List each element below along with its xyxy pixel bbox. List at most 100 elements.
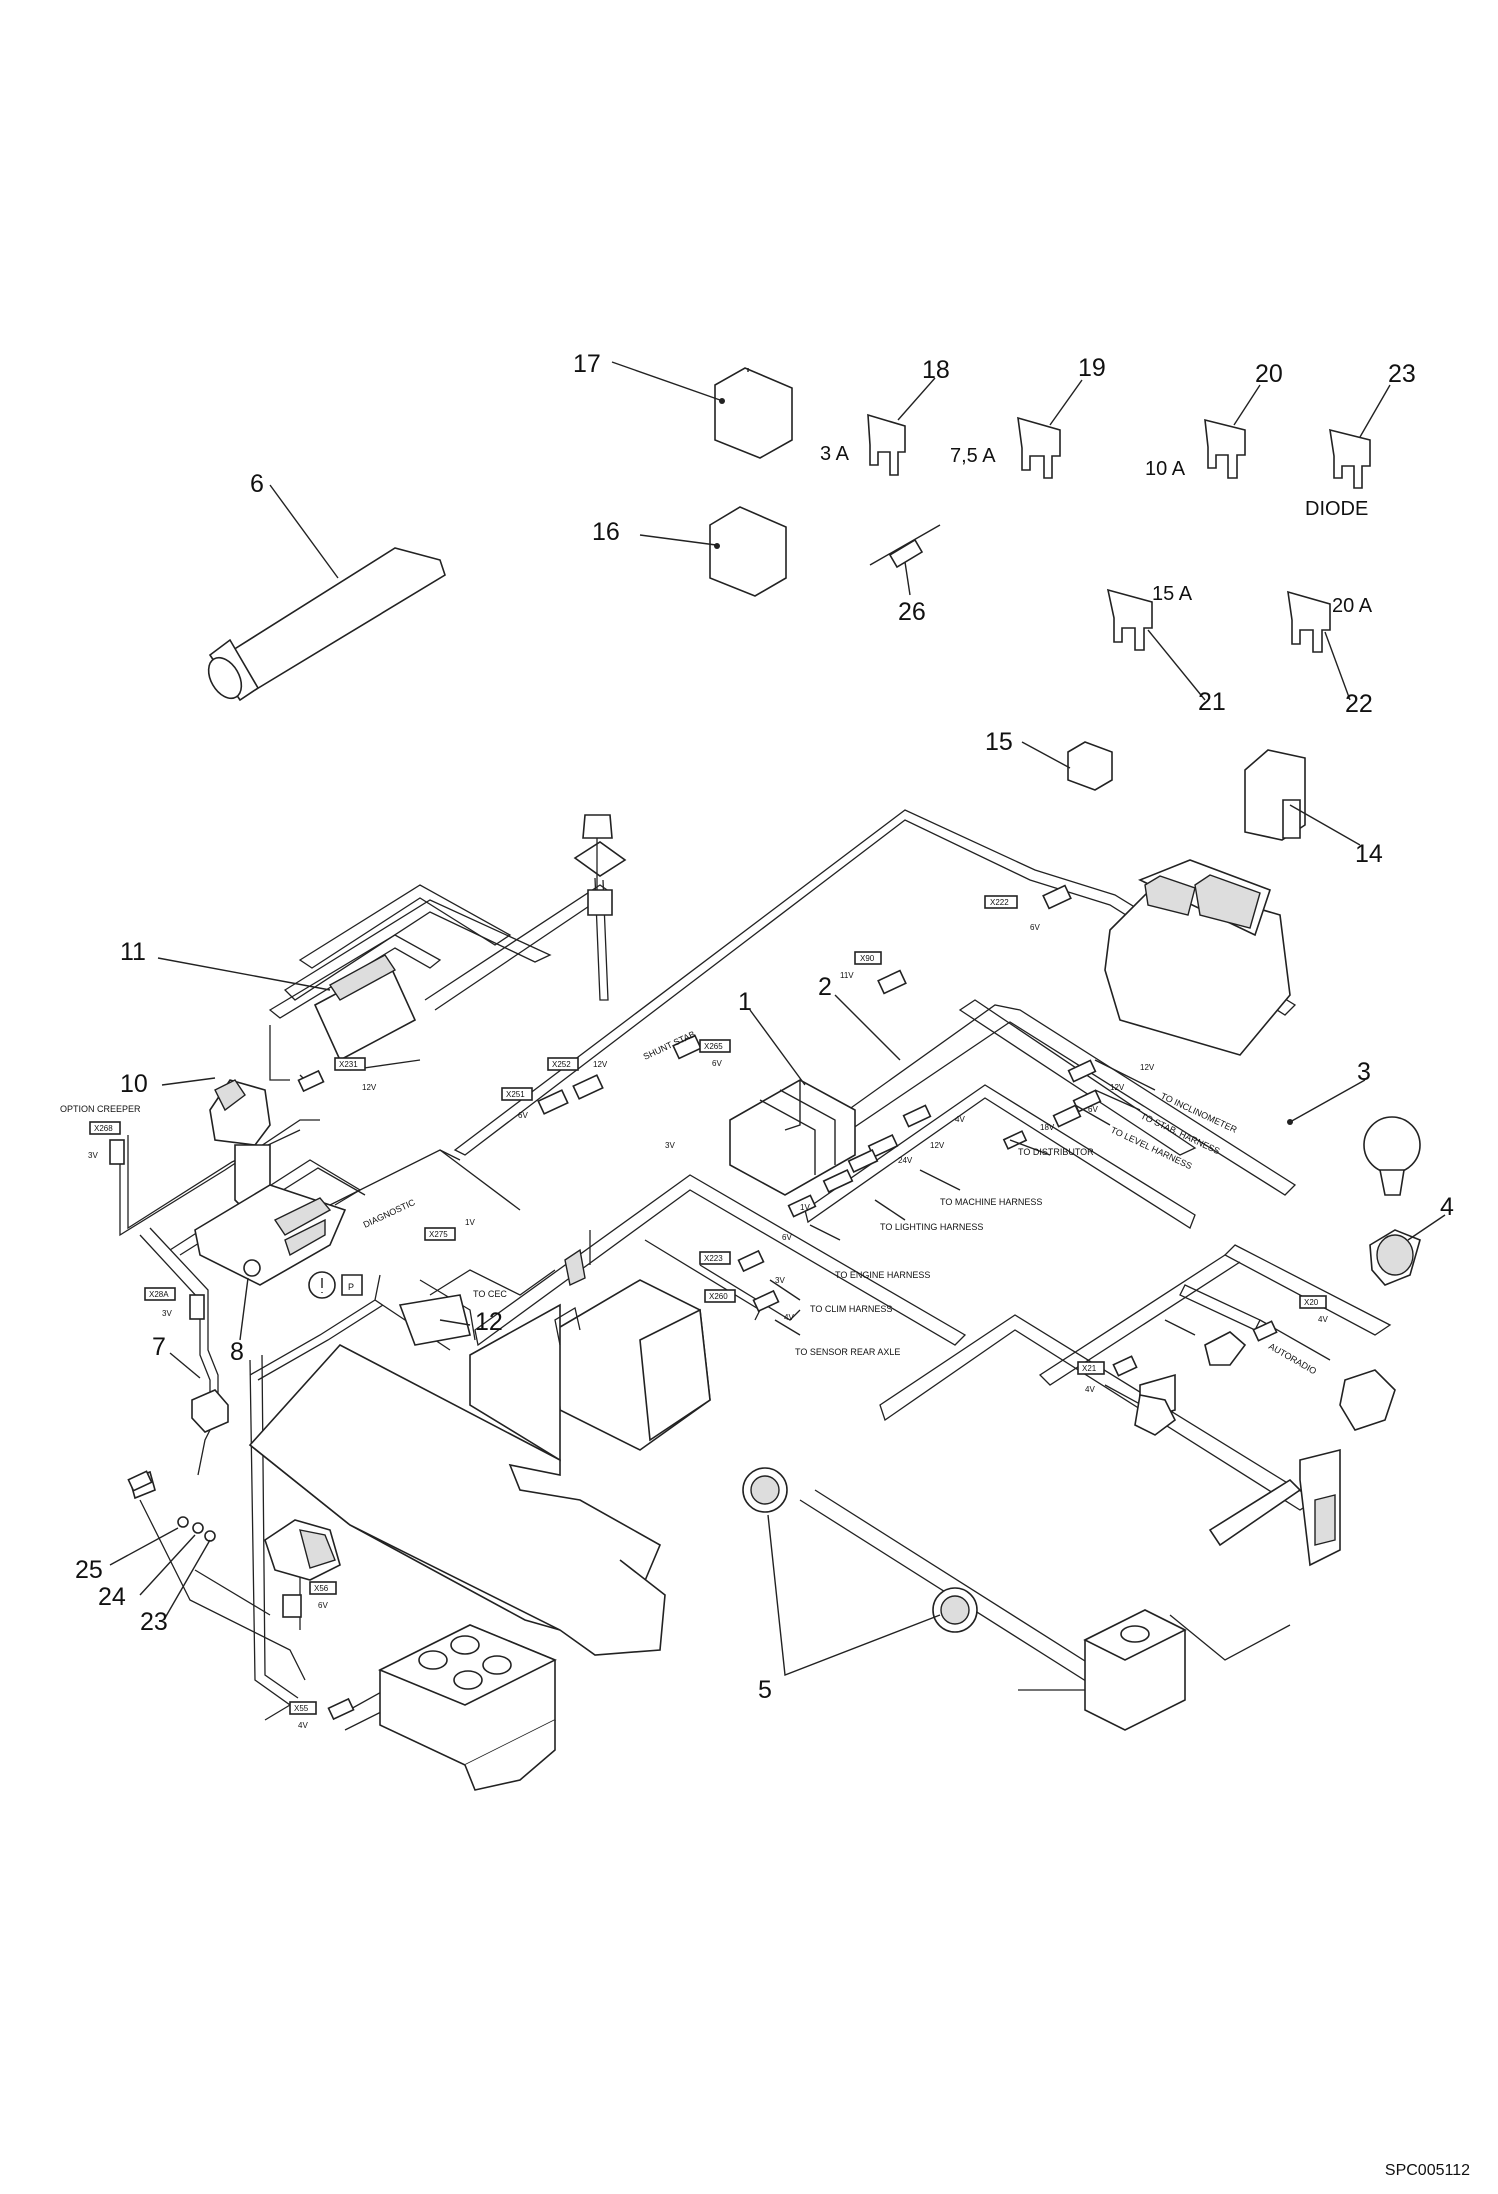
to-lighting-harness: TO LIGHTING HARNESS bbox=[880, 1222, 983, 1232]
callout-19: 20 bbox=[1255, 360, 1283, 388]
callout-14: 15 bbox=[985, 728, 1013, 756]
part-26-inline-diode bbox=[869, 524, 941, 596]
part-21-fuse bbox=[1287, 590, 1351, 701]
conn-x268: X268 bbox=[94, 1124, 113, 1133]
lamp-bulb bbox=[1363, 1116, 1421, 1196]
callout-3-leader bbox=[1289, 1079, 1366, 1123]
conn-x21-volts: 4V bbox=[1085, 1385, 1095, 1394]
callout-18: 19 bbox=[1078, 354, 1106, 382]
conn-x55-volts: 4V bbox=[298, 1721, 308, 1730]
connector-id-labels: X222 6V X90 11V X252 12V X251 6V X265 6V… bbox=[88, 898, 1328, 1730]
drawing-reference: SPC005112 bbox=[1384, 2162, 1470, 2179]
conn-x265: X265 bbox=[704, 1042, 723, 1051]
callout-4: 4 bbox=[1440, 1193, 1454, 1221]
fuse-21-rating: 20 A bbox=[1332, 595, 1373, 617]
callout-11: 11 bbox=[120, 938, 146, 966]
volts-24v: 24V bbox=[898, 1156, 913, 1165]
to-clim-harness: TO CLIM HARNESS bbox=[810, 1304, 892, 1314]
to-engine-harness: TO ENGINE HARNESS bbox=[835, 1270, 930, 1280]
part-8-ecu bbox=[194, 1184, 347, 1341]
callout-17: 18 bbox=[922, 356, 950, 384]
fuse-rating-labels: 3 A 7,5 A 10 A DIODE 15 A 20 A bbox=[820, 443, 1373, 617]
rear-joystick bbox=[264, 1519, 341, 1581]
fuse-20-rating: 15 A bbox=[1152, 583, 1193, 605]
part-15-relay bbox=[639, 506, 787, 597]
to-cec: TO CEC bbox=[473, 1289, 507, 1299]
conn-x275: X275 bbox=[429, 1230, 448, 1239]
fuse-18-rating: 7,5 A bbox=[950, 445, 996, 467]
to-distributor: TO DISTRIBUTOR bbox=[1018, 1147, 1094, 1157]
callout-20: 21 bbox=[1198, 688, 1226, 716]
part-18-fuse bbox=[1017, 379, 1083, 479]
conn-x265-volts: 6V bbox=[712, 1059, 722, 1068]
diagnostic-label: DIAGNOSTIC bbox=[362, 1197, 417, 1230]
fuse-17-rating: 3 A bbox=[820, 443, 850, 465]
callout-numbers: 17 18 19 20 23 6 16 26 21 22 15 14 11 1 … bbox=[75, 350, 1454, 1704]
part-5-work-lights bbox=[742, 1467, 978, 1676]
conn-x231: X231 bbox=[339, 1060, 358, 1069]
conn-x257-volts: 12V bbox=[1140, 1063, 1155, 1072]
part-6-grease-tube bbox=[207, 484, 446, 702]
callout-13: 14 bbox=[1355, 840, 1383, 868]
conn-x260-volts: 4V bbox=[784, 1313, 794, 1322]
conn-x90-volts: 11V bbox=[840, 971, 854, 980]
alternator-unit bbox=[1134, 1331, 1247, 1436]
callout-16: 17 bbox=[573, 350, 601, 378]
conn-x260: X260 bbox=[709, 1292, 728, 1301]
option-creeper-label: OPTION CREEPER bbox=[60, 1104, 141, 1114]
conn-x268-volts: 3V bbox=[88, 1151, 98, 1160]
conn-x223: X223 bbox=[704, 1254, 723, 1263]
to-sensor-rear-axle: TO SENSOR REAR AXLE bbox=[795, 1347, 900, 1357]
part-22-diode bbox=[1329, 384, 1391, 489]
callout-21: 22 bbox=[1345, 690, 1373, 718]
autoradio-label: AUTORADIO bbox=[1267, 1341, 1318, 1376]
callout-15: 16 bbox=[592, 518, 620, 546]
callout-3: 3 bbox=[1357, 1058, 1371, 1086]
conn-x56-volts: 6V bbox=[318, 1601, 328, 1610]
part-11-switch-block bbox=[157, 954, 417, 1062]
conn-x56: X56 bbox=[314, 1584, 329, 1593]
conn-x223-volts: 3V bbox=[775, 1276, 785, 1285]
conn-x252-volts: 12V bbox=[593, 1060, 608, 1069]
diode-22-label: DIODE bbox=[1305, 498, 1368, 520]
callout-2-leader bbox=[834, 994, 901, 1061]
horn bbox=[1139, 1369, 1396, 1431]
conn-x256-volts: 12V bbox=[1110, 1083, 1125, 1092]
callout-7: 7 bbox=[152, 1333, 166, 1361]
part-1-fuse-box bbox=[729, 1009, 856, 1196]
gear-lever bbox=[1208, 1448, 1341, 1567]
part-10-joystick bbox=[161, 1077, 271, 1211]
callout-22: 23 bbox=[1388, 360, 1416, 388]
volts-1v: 1V bbox=[800, 1203, 810, 1212]
callout-5: 5 bbox=[758, 1676, 772, 1704]
junction-box bbox=[1083, 1609, 1187, 1731]
volts-4v-a: 4V bbox=[955, 1115, 965, 1124]
parking-brake-symbol: P bbox=[308, 1271, 363, 1299]
conn-x20-volts: 4V bbox=[1318, 1315, 1328, 1324]
conn-x252: X252 bbox=[552, 1060, 571, 1069]
connector-tags bbox=[89, 895, 1327, 1715]
callout-8: 8 bbox=[230, 1338, 244, 1366]
callout-2: 2 bbox=[818, 973, 832, 1001]
cab-outline bbox=[248, 1248, 711, 1656]
part-17-fuse bbox=[867, 377, 936, 476]
volts-12v-b: 12V bbox=[930, 1141, 945, 1150]
conn-x264-volts: 18V bbox=[1040, 1123, 1055, 1132]
part-7-switch bbox=[169, 1352, 229, 1433]
conn-x271-volts: 6V bbox=[1088, 1105, 1098, 1114]
conn-x231-volts: 12V bbox=[362, 1083, 377, 1092]
conn-x222-volts: 6V bbox=[1030, 923, 1040, 932]
callout-6: 6 bbox=[250, 470, 264, 498]
emergency-stop bbox=[573, 814, 627, 916]
wiring-harness bbox=[119, 809, 1392, 1731]
to-machine-harness: TO MACHINE HARNESS bbox=[940, 1197, 1042, 1207]
conn-x275-volts: 1V bbox=[465, 1218, 475, 1227]
conn-x251: X251 bbox=[506, 1090, 525, 1099]
control-box bbox=[378, 1624, 557, 1791]
conn-x222: X222 bbox=[990, 898, 1009, 907]
part-13-relay-block bbox=[1244, 749, 1361, 846]
callout-10: 10 bbox=[120, 1070, 148, 1098]
conn-x55: X55 bbox=[294, 1704, 309, 1713]
callout-25: 25 bbox=[75, 1556, 103, 1584]
